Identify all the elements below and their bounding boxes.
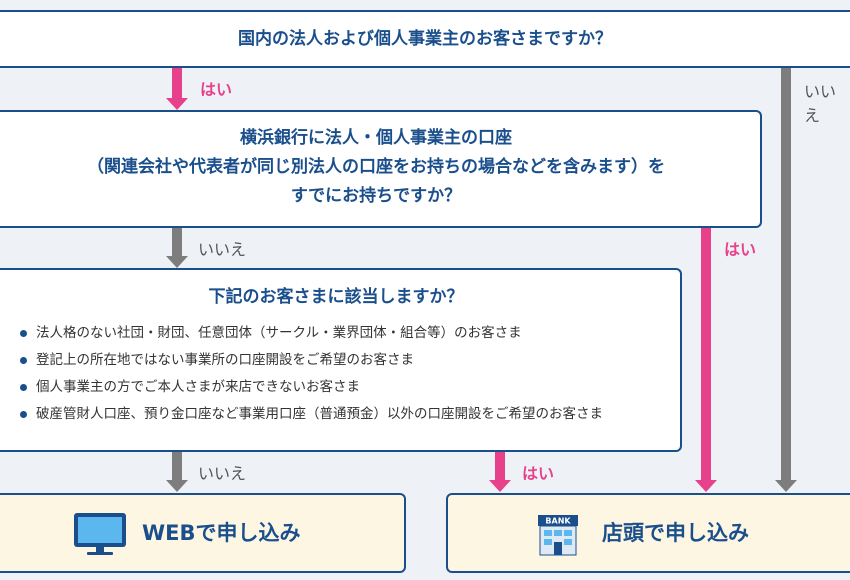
question-2-box: 横浜銀行に法人・個人事業主の口座 （関連会社や代表者が同じ別法人の口座をお持ちの…: [0, 110, 762, 228]
monitor-icon: [74, 513, 126, 555]
yes-label-1: はい: [200, 80, 233, 99]
question-2-line-3: すでにお持ちですか？: [290, 186, 462, 206]
criteria-item: 個人事業主の方でご本人さまが来店できないお客さま: [20, 374, 680, 401]
yes-label-3: はい: [522, 464, 555, 483]
question-2-line-1: 横浜銀行に法人・個人事業主の口座: [240, 128, 512, 148]
question-1-text: 国内の法人および個人事業主のお客さまですか？: [238, 29, 612, 49]
no-label-3: いいえ: [198, 464, 247, 483]
store-apply-label: 店頭で申し込み: [602, 521, 749, 545]
web-apply-button[interactable]: WEBで申し込み: [0, 493, 406, 573]
bank-building-icon: BANK: [538, 515, 578, 556]
no-label-2: いいえ: [198, 240, 247, 259]
store-apply-button[interactable]: BANK 店頭で申し込み: [446, 493, 850, 573]
no-label-1: いいえ: [804, 82, 837, 125]
criteria-list: 法人格のない社団・財団、任意団体（サークル・業界団体・組合等）のお客さま 登記上…: [0, 320, 680, 428]
web-apply-label: WEBで申し込み: [142, 521, 301, 545]
criteria-item: 破産管財人口座、預り金口座など事業用口座（普通預金）以外の口座開設をご希望のお客…: [20, 401, 680, 428]
bank-sign-text: BANK: [545, 517, 571, 526]
yes-label-2: はい: [724, 240, 757, 259]
question-3-title: 下記のお客さまに該当しますか？: [208, 287, 464, 307]
criteria-item: 登記上の所在地ではない事業所の口座開設をご希望のお客さま: [20, 347, 680, 374]
criteria-item: 法人格のない社団・財団、任意団体（サークル・業界団体・組合等）のお客さま: [20, 320, 680, 347]
question-2-line-2: （関連会社や代表者が同じ別法人の口座をお持ちの場合などを含みます）を: [87, 157, 665, 177]
question-1-box: 国内の法人および個人事業主のお客さまですか？: [0, 10, 850, 68]
question-3-box: 下記のお客さまに該当しますか？ 法人格のない社団・財団、任意団体（サークル・業界…: [0, 268, 682, 452]
